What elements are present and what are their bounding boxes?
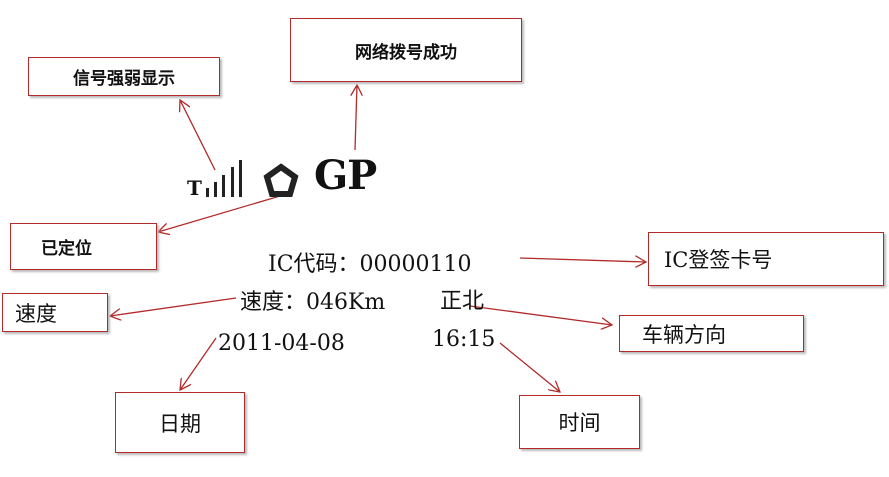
arrow-time <box>499 342 560 392</box>
label-ic-card: IC登签卡号 <box>648 232 884 286</box>
label-dialup: 网络拨号成功 <box>290 18 522 82</box>
signal-bars-icon <box>206 160 242 197</box>
date-value: 2011-04-08 <box>218 331 345 356</box>
arrow-dialup <box>355 85 357 151</box>
label-direction: 车辆方向 <box>619 315 804 352</box>
gps-text: GP <box>314 152 377 199</box>
label-speed: 速度 <box>2 293 108 332</box>
label-time: 时间 <box>519 395 640 449</box>
arrow-located <box>158 195 281 232</box>
arrow-speed <box>110 297 237 316</box>
heading-value: 正北 <box>440 289 485 314</box>
label-located: 已定位 <box>10 223 157 270</box>
arrow-signal <box>180 100 216 171</box>
ic-code-value: IC代码：00000110 <box>268 252 472 277</box>
label-signal: 信号强弱显示 <box>28 57 220 96</box>
signal-prefix: T <box>187 176 202 200</box>
arrow-ic <box>519 258 646 262</box>
label-date: 日期 <box>115 392 245 453</box>
arrow-direction <box>469 305 612 325</box>
arrow-date <box>180 337 217 390</box>
gps-pentagon-icon <box>263 163 299 197</box>
time-value: 16:15 <box>432 327 496 352</box>
speed-value: 速度：046Km <box>240 290 386 315</box>
